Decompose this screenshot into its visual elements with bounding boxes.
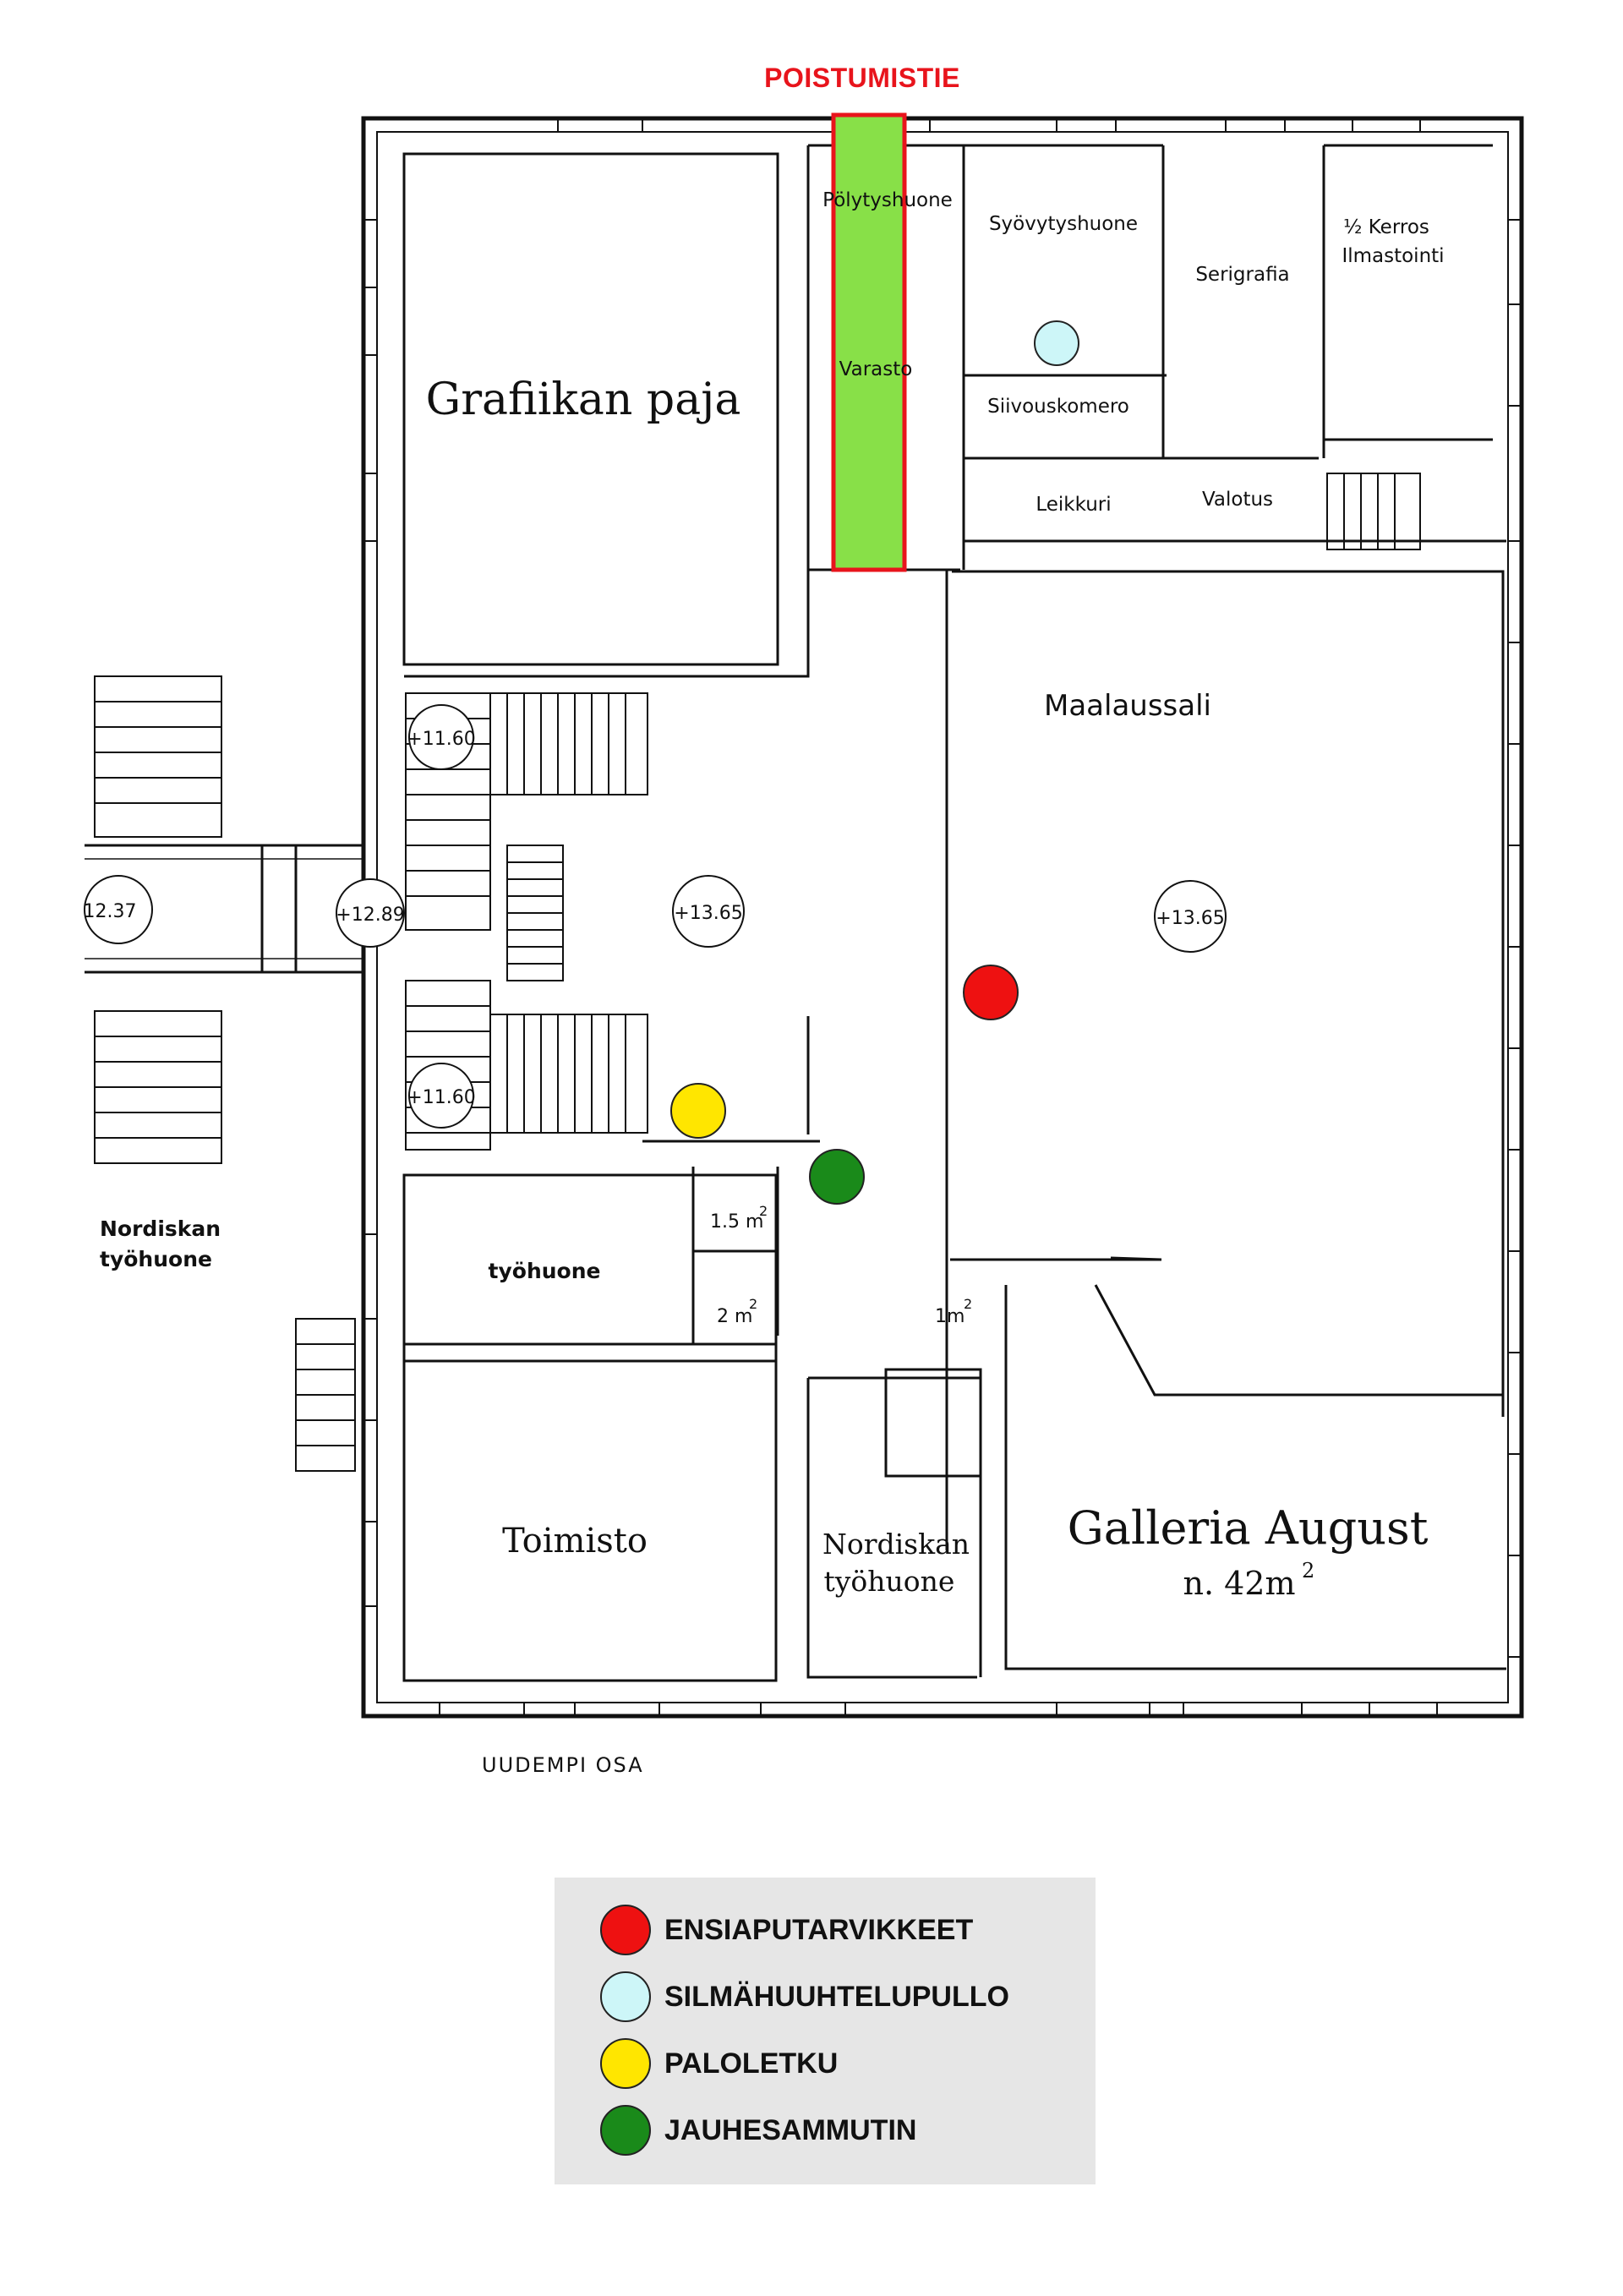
fire-hose-marker bbox=[670, 1083, 726, 1139]
room-label-siivouskomero: Siivouskomero bbox=[987, 396, 1129, 418]
eye-wash-marker bbox=[1034, 320, 1079, 366]
elevation-circle bbox=[336, 878, 405, 948]
legend-label: SILMÄHUUHTELUPULLO bbox=[664, 1980, 1009, 2013]
legend-item-silmahuuhtelupullo: SILMÄHUUHTELUPULLO bbox=[600, 1970, 1009, 2024]
room-label-serigrafia: Serigrafia bbox=[1195, 264, 1289, 286]
exit-route-title: POISTUMISTIE bbox=[764, 63, 960, 93]
room-label-galleria-area-sup: 2 bbox=[1302, 1559, 1314, 1583]
area-label-1: 1m bbox=[935, 1306, 965, 1327]
area-label-2: 2 m bbox=[717, 1306, 752, 1327]
room-label-varasto: Varasto bbox=[839, 358, 913, 380]
powder-extinguisher-marker bbox=[809, 1149, 865, 1205]
elevation-label: +13.65 bbox=[1156, 908, 1224, 929]
room-label-polytyshuone: Pölytyshuone bbox=[822, 189, 953, 211]
room-label-grafiikan-paja: Grafiikan paja bbox=[426, 374, 741, 425]
room-label-valotus: Valotus bbox=[1202, 489, 1273, 511]
elevation-label: +11.60 bbox=[407, 1087, 475, 1108]
room-label-nordiskan-left-2: työhuone bbox=[100, 1247, 212, 1271]
exit-route-corridor bbox=[831, 112, 907, 572]
room-label-nordiskan: Nordiskan bbox=[822, 1528, 970, 1561]
powder-extinguisher-dot-icon bbox=[600, 2105, 651, 2156]
room-label-leikkuri: Leikkuri bbox=[1036, 494, 1111, 516]
room-label-nordiskan-2: työhuone bbox=[824, 1565, 955, 1598]
legend-label: JAUHESAMMUTIN bbox=[664, 2113, 917, 2146]
legend-item-ensiaputarvikkeet: ENSIAPUTARVIKKEET bbox=[600, 1903, 973, 1957]
room-label-galleria: Galleria August bbox=[1068, 1501, 1429, 1555]
elevation-circle bbox=[408, 1063, 474, 1129]
area-label-1-sup: 2 bbox=[964, 1296, 972, 1312]
elevation-label: 12.37 bbox=[84, 901, 137, 922]
legend: ENSIAPUTARVIKKEET SILMÄHUUHTELUPULLO PAL… bbox=[555, 1878, 1096, 2184]
room-label-kerros: ½ Kerros bbox=[1343, 216, 1429, 238]
elevation-label: +13.65 bbox=[674, 903, 742, 924]
room-label-galleria-area: n. 42m bbox=[1183, 1565, 1295, 1602]
elevation-circle bbox=[84, 875, 153, 944]
eye-wash-dot-icon bbox=[600, 1971, 651, 2022]
legend-label: ENSIAPUTARVIKKEET bbox=[664, 1913, 974, 1946]
room-label-nordiskan-left: Nordiskan bbox=[100, 1216, 221, 1241]
elevation-label: +11.60 bbox=[407, 729, 475, 750]
elevation-circle bbox=[672, 875, 745, 948]
legend-item-jauhesammutin: JAUHESAMMUTIN bbox=[600, 2103, 916, 2157]
section-label-uudempi-osa: UUDEMPI OSA bbox=[482, 1753, 644, 1777]
elevation-circle bbox=[1154, 880, 1227, 953]
equipment-markers bbox=[670, 320, 1079, 1205]
elevation-circle bbox=[408, 704, 474, 770]
area-label-2-sup: 2 bbox=[749, 1296, 757, 1312]
legend-label: PALOLETKU bbox=[664, 2047, 839, 2080]
room-label-syovytyshuone: Syövytyshuone bbox=[989, 213, 1138, 235]
legend-item-paloletku: PALOLETKU bbox=[600, 2036, 838, 2091]
room-labels: Grafiikan paja Pölytyshuone Varasto Syöv… bbox=[100, 189, 1445, 1777]
room-label-tyohuone: työhuone bbox=[489, 1259, 601, 1283]
window-marks bbox=[363, 118, 1522, 1716]
room-label-toimisto: Toimisto bbox=[502, 1522, 648, 1561]
first-aid-marker bbox=[963, 965, 1019, 1020]
room-label-ilmastointi: Ilmastointi bbox=[1342, 245, 1444, 267]
elevation-label: +12.89 bbox=[336, 905, 404, 926]
area-label-15: 1.5 m bbox=[710, 1211, 763, 1233]
interior-walls bbox=[402, 144, 1506, 1682]
first-aid-dot-icon bbox=[600, 1905, 651, 1955]
fire-hose-dot-icon bbox=[600, 2038, 651, 2089]
area-label-15-sup: 2 bbox=[759, 1203, 768, 1219]
room-label-maalaussali: Maalaussali bbox=[1044, 689, 1211, 723]
elevation-labels: +11.60 +11.60 12.37 +12.89 +13.65 +13.65 bbox=[84, 729, 1225, 1108]
entrance-corridor bbox=[85, 844, 363, 974]
elevation-markers bbox=[84, 704, 1227, 1129]
